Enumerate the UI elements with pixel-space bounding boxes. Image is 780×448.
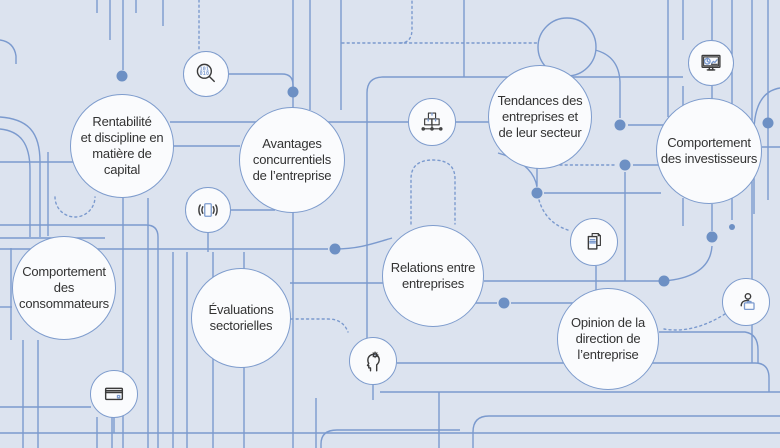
mobile-signal-icon-node <box>185 187 231 233</box>
mobile-signal-icon <box>198 203 218 217</box>
node-relations-entreprises: Relations entre entreprises <box>382 225 484 327</box>
node-label: Comportement des consommateurs <box>19 264 109 311</box>
credit-card-icon-node <box>90 370 138 418</box>
documents-icon <box>587 232 601 250</box>
node-label: Relations entre entreprises <box>390 260 476 291</box>
svg-text:010: 010 <box>200 71 210 77</box>
node-label: Opinion de la direction de l’entreprise <box>570 315 645 362</box>
binary-search-icon: 101 010 <box>196 63 215 83</box>
analytics-monitor-icon-node <box>688 40 734 86</box>
node-label: Tendances des entreprises et de leur sec… <box>497 93 583 140</box>
node-label: Évaluations sectorielles <box>208 302 274 333</box>
node-avantages-concurrentiels: Avantages concurrentiels de l’entreprise <box>239 107 345 213</box>
node-comportement-investisseurs: Comportement des investisseurs <box>656 98 762 204</box>
node-label: Comportement des investisseurs <box>660 135 758 166</box>
node-opinion-direction: Opinion de la direction de l’entreprise <box>557 288 659 390</box>
person-briefcase-icon <box>740 292 755 311</box>
binary-search-icon-node: 101 010 <box>183 51 229 97</box>
head-gears-icon <box>366 351 380 372</box>
svg-text:101: 101 <box>200 67 210 73</box>
node-evaluations-sectorielles: Évaluations sectorielles <box>191 268 291 368</box>
node-tendances-secteur: Tendances des entreprises et de leur sec… <box>488 65 592 169</box>
connector-dots <box>116 70 774 309</box>
analytics-monitor-icon <box>701 54 721 71</box>
node-rentabilite-capital: Rentabilité et discipline en matière de … <box>70 94 174 198</box>
person-briefcase-icon-node <box>722 278 770 326</box>
node-label: Rentabilité et discipline en matière de … <box>80 114 164 177</box>
circuit-lines-dotted <box>54 0 726 333</box>
node-label: Avantages concurrentiels de l’entreprise <box>252 136 332 183</box>
credit-card-icon <box>104 387 124 401</box>
supply-network-icon-node <box>408 98 456 146</box>
node-comportement-consommateurs: Comportement des consommateurs <box>12 236 116 340</box>
supply-network-icon <box>421 112 443 131</box>
documents-icon-node <box>570 218 618 266</box>
head-gears-icon-node <box>349 337 397 385</box>
